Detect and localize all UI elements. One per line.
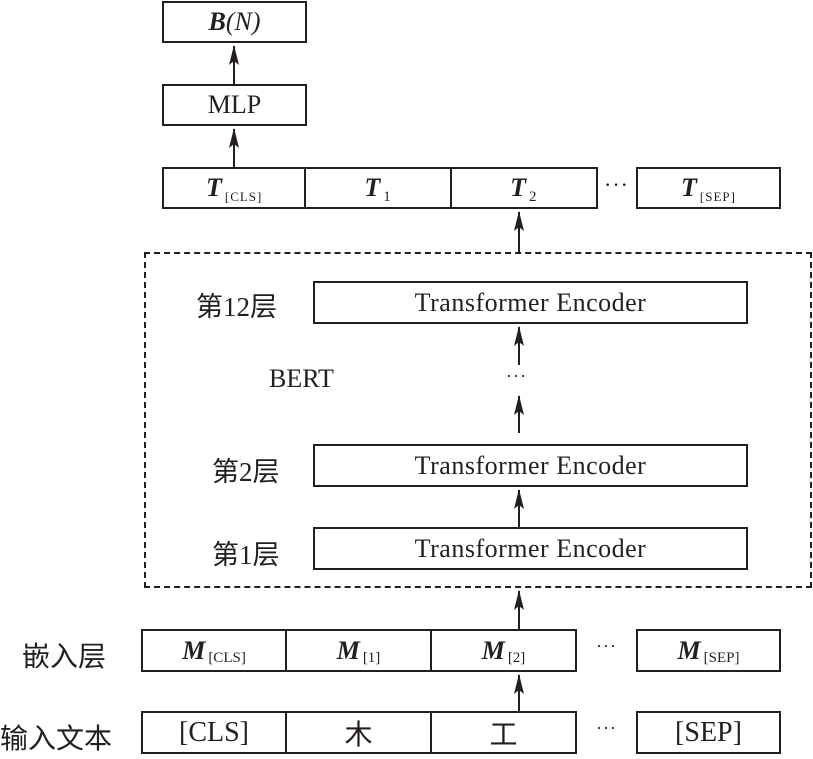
output-token-cell-sep: T[SEP] [636,167,781,209]
token-symbol: T [364,173,381,202]
embedding-cell: M[2] [432,629,577,672]
input-token: [SEP] [675,716,742,748]
embedding-symbol: M [336,635,360,665]
mlp-box: MLP [162,84,307,126]
embedding-symbol: M [182,635,206,665]
bert-container [144,252,812,588]
transformer-encoder-2: Transformer Encoder [313,444,748,487]
input-row-label: 输入文本 [0,724,113,755]
input-row: [CLS] 木 工 [141,711,577,754]
token-subscript: [CLS] [224,189,263,204]
embedding-cell-sep: M[SEP] [636,629,781,672]
embedding-subscript: [CLS] [208,650,246,666]
input-token: 木 [344,719,373,751]
token-symbol: T [205,173,222,202]
input-token-cell: [CLS] [141,711,287,754]
layer-label-2: 第2层 [212,457,280,487]
output-symbol: B [208,7,226,36]
output-argument: (N) [225,7,261,36]
embedding-subscript: [1] [362,650,381,666]
embedding-symbol: M [481,635,505,665]
embedding-cell: M[1] [287,629,432,672]
encoder-label: Transformer Encoder [414,450,647,480]
encoder-label: Transformer Encoder [414,287,647,317]
input-token: 工 [489,719,518,751]
embedding-symbol: M [677,635,701,665]
layer-label-1: 第1层 [212,540,280,570]
token-subscript: [SEP] [699,189,736,204]
transformer-encoder-1: Transformer Encoder [313,527,748,570]
embedding-row-label: 嵌入层 [22,642,107,673]
output-box: B(N) [162,1,307,43]
layer-label-12: 第12层 [196,292,277,322]
input-token: [CLS] [179,716,249,748]
embedding-subscript: [2] [507,650,526,666]
output-ellipsis: ··· [604,172,629,197]
input-token-cell: 工 [432,711,577,754]
embedding-ellipsis: ··· [596,636,617,656]
token-subscript: 1 [383,188,392,205]
token-symbol: T [681,173,697,202]
transformer-encoder-12: Transformer Encoder [313,281,748,324]
input-ellipsis: ··· [596,718,617,738]
input-token-cell-sep: [SEP] [636,711,781,754]
bert-label: BERT [269,364,334,393]
embedding-cell: M[CLS] [141,629,287,672]
embedding-row: M[CLS] M[1] M[2] [141,629,577,672]
encoder-label: Transformer Encoder [414,533,647,563]
token-symbol: T [510,173,527,202]
output-token-cell: T[CLS] [162,167,307,209]
token-subscript: 2 [529,188,538,205]
bert-ellipsis: ··· [506,366,527,386]
input-token-cell: 木 [287,711,432,754]
embedding-subscript: [SEP] [703,650,740,666]
mlp-label: MLP [207,90,262,119]
